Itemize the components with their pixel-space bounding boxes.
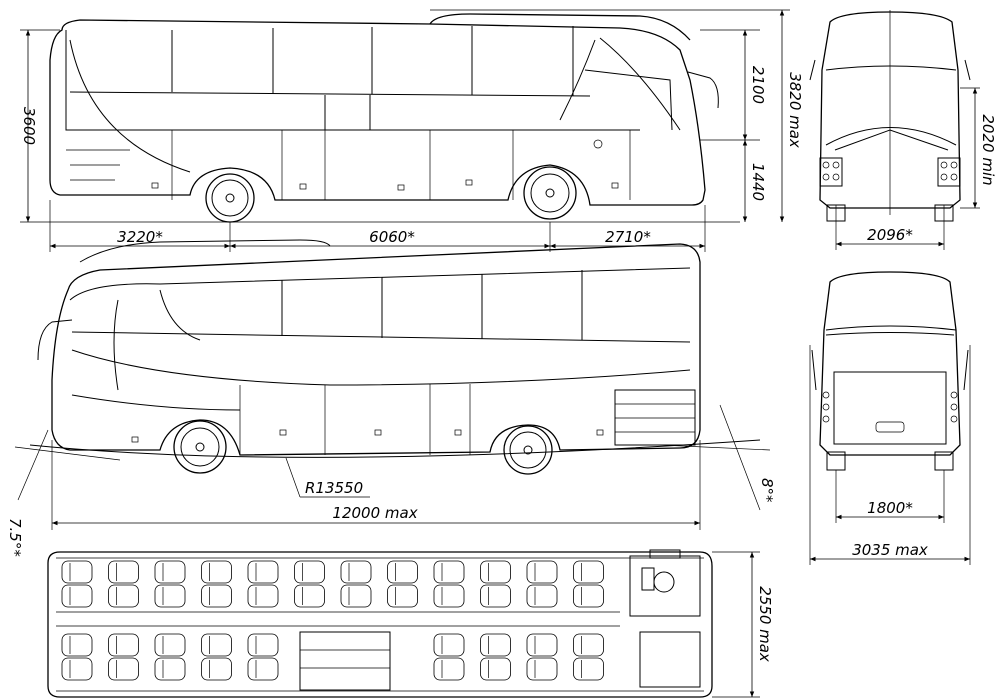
seat <box>573 584 604 608</box>
seat <box>247 584 279 608</box>
side-dimensions-vertical: 3600 2100 1440 3820 max <box>20 9 804 222</box>
seat <box>294 560 325 584</box>
seat <box>108 633 139 657</box>
seat <box>526 584 558 608</box>
seat <box>294 584 325 608</box>
dim-r13550: R13550 <box>305 479 363 497</box>
seat <box>433 657 465 681</box>
dim-7-5-deg: 7.5°* <box>6 518 24 557</box>
seat <box>61 633 93 657</box>
front-view: 2096* 2020 min <box>809 10 997 250</box>
dim-3820: 3820 max <box>786 72 804 148</box>
seat <box>573 657 604 681</box>
seat <box>201 633 232 657</box>
seat <box>526 633 558 657</box>
seat <box>201 657 232 681</box>
side-dimensions-horizontal: 3220* 6060* 2710* <box>49 200 706 252</box>
seat <box>61 560 93 584</box>
seat <box>480 633 511 657</box>
dim-1800: 1800* <box>867 499 913 517</box>
seating-plan: 2550 max <box>47 549 774 698</box>
seat <box>108 560 139 584</box>
seat <box>340 584 372 608</box>
dim-2020: 2020 min <box>979 114 997 185</box>
dim-2710: 2710* <box>605 228 651 246</box>
dim-1440: 1440 <box>749 163 767 201</box>
seat <box>526 560 558 584</box>
seat <box>61 584 93 608</box>
seat <box>201 560 232 584</box>
side-view-right <box>20 13 740 223</box>
dim-6060: 6060* <box>369 228 415 246</box>
seat <box>108 657 139 681</box>
seat-grid <box>61 560 604 681</box>
seat <box>247 633 279 657</box>
dim-2550: 2550 max <box>756 586 774 662</box>
seat <box>247 657 279 681</box>
seat <box>201 584 232 608</box>
seat <box>154 657 186 681</box>
seat <box>154 633 186 657</box>
seat <box>61 657 93 681</box>
side-view-left: R13550 7.5°* 8°* 12000 max <box>6 239 776 557</box>
seat <box>340 560 372 584</box>
dim-2096: 2096* <box>867 226 913 244</box>
seat <box>108 584 139 608</box>
seat <box>154 584 186 608</box>
seat <box>573 560 604 584</box>
seat <box>247 560 279 584</box>
dim-8-deg: 8°* <box>758 478 776 503</box>
rear-view: 1800* 3035 max <box>809 271 971 565</box>
seat <box>526 657 558 681</box>
dim-3220: 3220* <box>117 228 163 246</box>
seat <box>480 584 511 608</box>
seat <box>433 633 465 657</box>
dim-3600: 3600 <box>20 107 38 145</box>
seat <box>433 584 465 608</box>
seat <box>480 657 511 681</box>
seat <box>387 584 418 608</box>
dim-12000: 12000 max <box>332 504 417 522</box>
seat <box>387 560 418 584</box>
dim-2100: 2100 <box>749 66 767 104</box>
seat <box>433 560 465 584</box>
seat <box>154 560 186 584</box>
seat <box>480 560 511 584</box>
dim-3035: 3035 max <box>852 541 928 559</box>
seat <box>573 633 604 657</box>
